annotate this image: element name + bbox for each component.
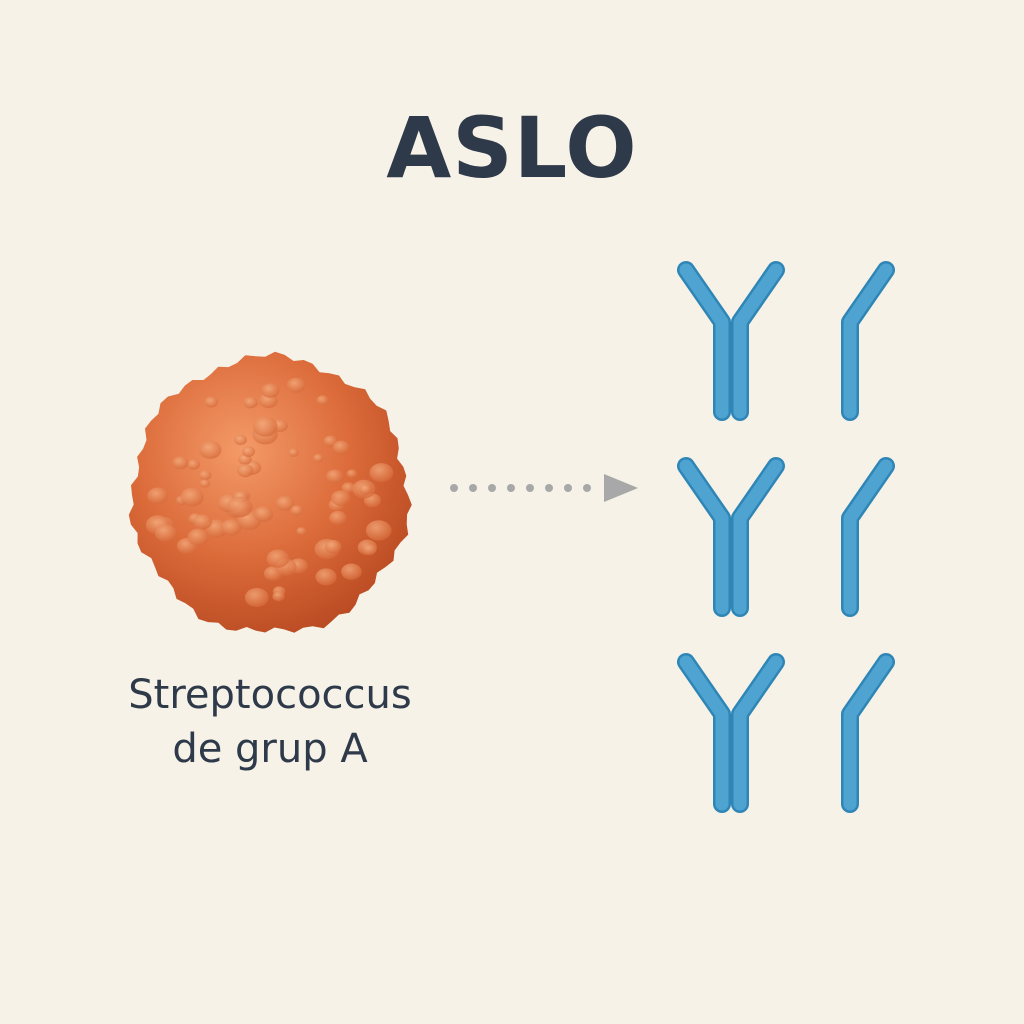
antibody-icon bbox=[677, 457, 785, 617]
surface-bump bbox=[234, 434, 247, 445]
antibody-icon bbox=[677, 261, 785, 421]
organism-label: Streptococcus de grup A bbox=[60, 668, 480, 776]
surface-bump bbox=[155, 524, 177, 542]
surface-bump bbox=[331, 490, 351, 506]
organism-label-line1: Streptococcus bbox=[128, 672, 412, 718]
antibody-icon bbox=[677, 653, 785, 813]
antibody-icon bbox=[841, 653, 895, 813]
surface-bump bbox=[346, 469, 358, 478]
surface-bump bbox=[244, 588, 269, 607]
antibody-icon bbox=[841, 457, 895, 617]
surface-bump bbox=[272, 591, 285, 602]
surface-bump bbox=[323, 435, 338, 447]
surface-bump bbox=[365, 520, 392, 541]
bacterium-icon bbox=[128, 351, 412, 633]
surface-bump bbox=[266, 549, 290, 568]
surface-bump bbox=[369, 463, 394, 483]
surface-bump bbox=[198, 470, 212, 481]
arrow-dot bbox=[526, 484, 534, 492]
surface-bump bbox=[252, 416, 278, 437]
surface-bump bbox=[290, 505, 304, 516]
surface-bump bbox=[326, 469, 344, 484]
surface-bump bbox=[261, 383, 280, 398]
surface-bump bbox=[147, 487, 169, 505]
organism-label-line2: de grup A bbox=[172, 726, 368, 772]
surface-bump bbox=[313, 454, 324, 463]
surface-bump bbox=[243, 397, 258, 409]
surface-bump bbox=[199, 441, 222, 459]
diagram-title: ASLO bbox=[386, 99, 638, 197]
surface-bump bbox=[204, 396, 218, 408]
surface-bump bbox=[275, 496, 295, 511]
surface-bump bbox=[193, 514, 212, 530]
surface-bump bbox=[286, 377, 306, 393]
antibody-icon bbox=[841, 261, 895, 421]
surface-bump bbox=[241, 446, 256, 457]
surface-bump bbox=[362, 544, 377, 555]
surface-bump bbox=[341, 563, 362, 580]
surface-bump bbox=[341, 482, 356, 494]
surface-bump bbox=[180, 487, 204, 507]
arrow-head bbox=[604, 474, 638, 502]
surface-bump bbox=[288, 448, 299, 457]
arrow-dot bbox=[488, 484, 496, 492]
arrow-dot bbox=[450, 484, 458, 492]
surface-bump bbox=[324, 539, 342, 554]
surface-bump bbox=[316, 395, 329, 406]
surface-bump bbox=[172, 456, 189, 470]
surface-bump bbox=[220, 519, 242, 536]
arrow-dot bbox=[507, 484, 515, 492]
surface-bump bbox=[199, 479, 210, 488]
dotted-arrow-icon bbox=[450, 474, 638, 502]
surface-bump bbox=[315, 568, 337, 586]
antibody-group bbox=[677, 261, 895, 813]
surface-bump bbox=[187, 528, 209, 546]
surface-bump bbox=[332, 440, 350, 454]
surface-bump bbox=[359, 484, 372, 495]
surface-bump bbox=[227, 496, 253, 518]
surface-bump bbox=[296, 527, 307, 536]
arrow-dot bbox=[564, 484, 572, 492]
surface-bump bbox=[187, 459, 200, 470]
surface-bump bbox=[253, 506, 274, 522]
arrow-dot bbox=[545, 484, 553, 492]
surface-bump bbox=[329, 510, 347, 525]
arrow-dot bbox=[469, 484, 477, 492]
arrow-dot bbox=[583, 484, 591, 492]
surface-bump bbox=[237, 464, 254, 478]
